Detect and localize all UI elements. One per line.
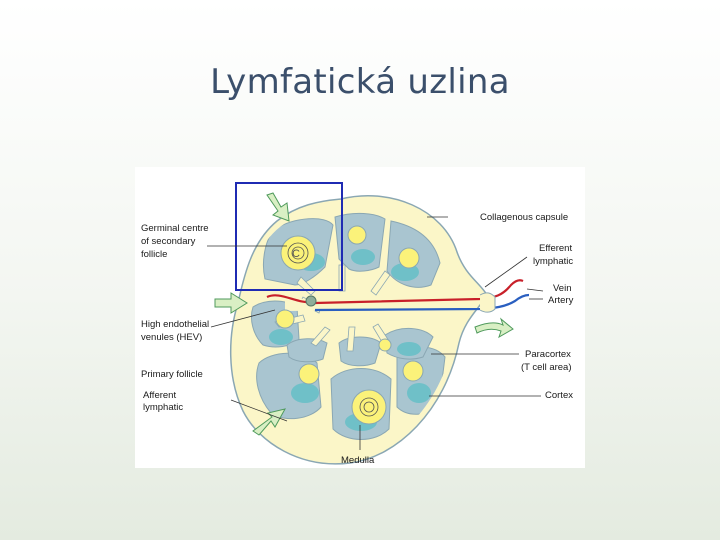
label-collagenous-capsule: Collagenous capsule: [480, 212, 568, 223]
label-vein: Vein: [553, 283, 572, 294]
label-primary-follicle: Primary follicle: [141, 369, 203, 380]
vein-vessel: [266, 279, 524, 305]
efferent-lymphatic-arrow: [474, 317, 514, 339]
label-efferent-lymphatic-2: lymphatic: [533, 256, 573, 267]
label-paracortex-1: Paracortex: [525, 349, 571, 360]
label-germinal-centre-3: follicle: [141, 249, 167, 260]
secondary-follicle: C: [280, 235, 316, 271]
label-germinal-centre-1: Germinal centre: [141, 223, 209, 234]
label-hev-2: venules (HEV): [141, 332, 202, 343]
slide-title: Lymfatická uzlina: [210, 62, 510, 102]
primary-follicles: [275, 225, 424, 385]
lower-secondary-follicle: [351, 389, 387, 425]
lymph-node-diagram: C Germinal centre: [141, 182, 574, 466]
label-cortex: Cortex: [545, 390, 573, 401]
label-afferent-lymphatic-1: Afferent: [143, 390, 176, 401]
highlight-box: [235, 182, 343, 291]
svg-text:C: C: [292, 248, 300, 260]
efferent-lymphatic-vessel: [479, 292, 496, 313]
label-medulla: Medulla: [341, 455, 375, 466]
label-germinal-centre-2: of secondary: [141, 236, 196, 247]
hev-marker: [305, 295, 317, 307]
lymph-node-figure: C Germinal centre: [135, 167, 585, 468]
label-hev-1: High endothelial: [141, 319, 209, 330]
label-afferent-lymphatic-2: lymphatic: [143, 402, 183, 413]
label-artery: Artery: [548, 295, 574, 306]
leader-lines: [207, 216, 544, 450]
label-paracortex-2: (T cell area): [521, 362, 572, 373]
label-efferent-lymphatic-1: Efferent: [539, 243, 572, 254]
